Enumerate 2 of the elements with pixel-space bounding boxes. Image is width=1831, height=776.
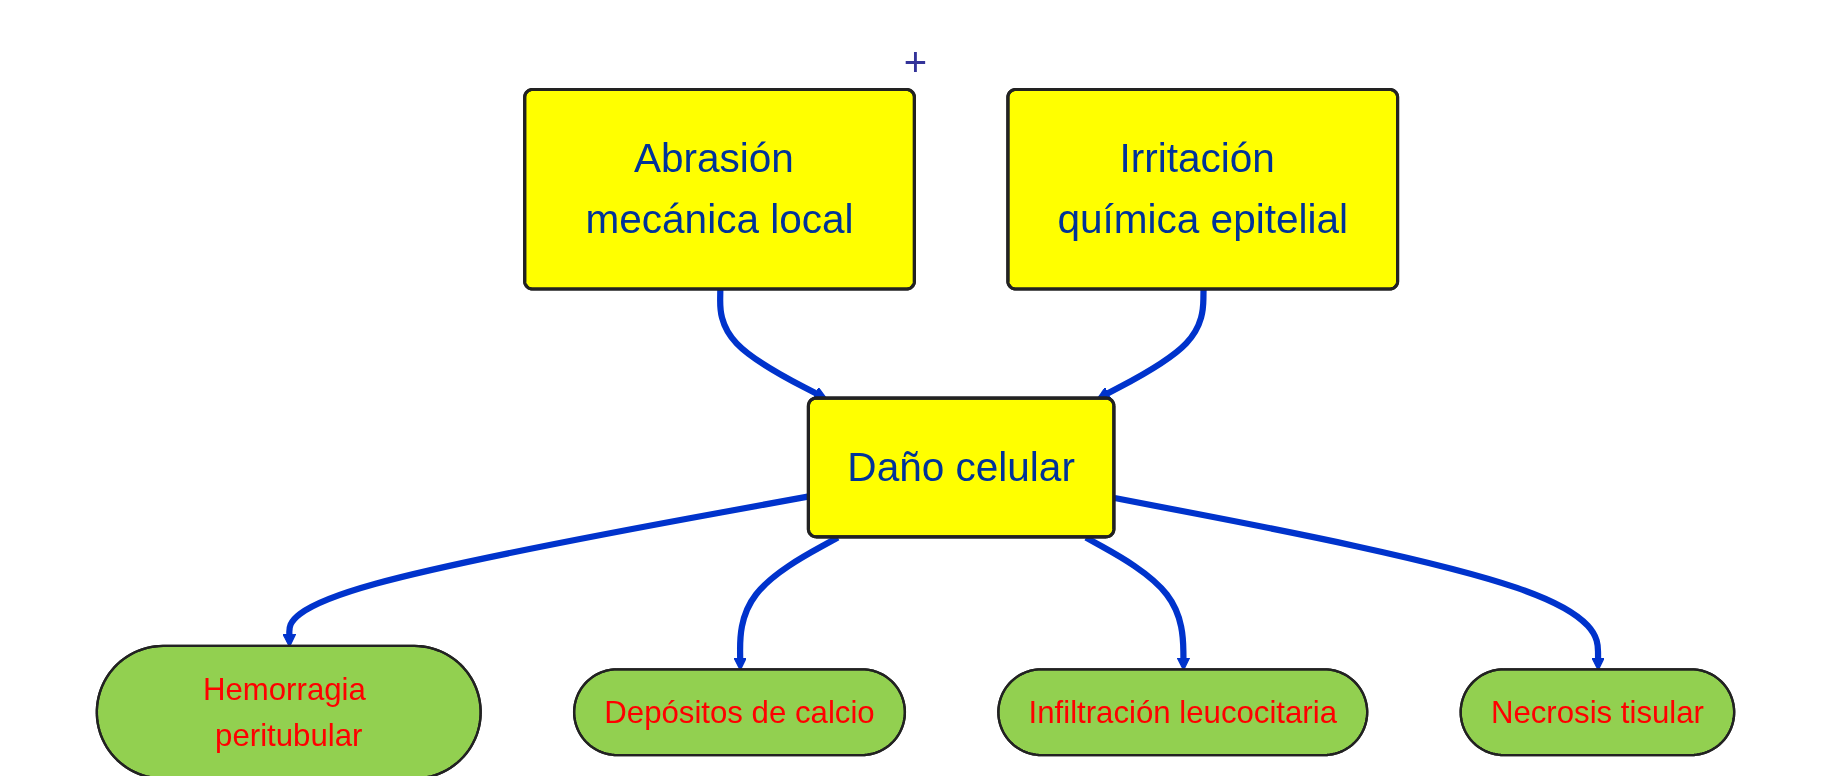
plus-sign: + xyxy=(903,40,928,84)
arrow xyxy=(1096,289,1207,400)
